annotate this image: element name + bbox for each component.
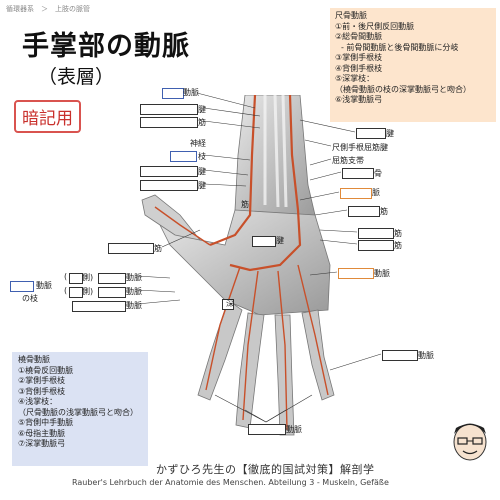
label-blank[interactable]: [340, 188, 372, 199]
label-blank[interactable]: [162, 88, 184, 99]
label-blank[interactable]: [348, 206, 380, 217]
label-tendon: 腱: [198, 167, 206, 176]
label-muscle-right: 筋: [394, 241, 402, 250]
label-blank[interactable]: [98, 273, 126, 284]
radial-line: ⑥母指主動脈: [18, 428, 66, 438]
bracket-open: (: [64, 272, 68, 281]
ulnar-line: ⑥浅掌動脈弓: [335, 95, 383, 104]
ulnar-line: ‐ 前骨間動脈と後骨間動脈に分岐: [341, 42, 459, 52]
radial-line: ⑦深掌動脈弓: [18, 439, 66, 448]
label-deep: 深: [226, 299, 234, 308]
label-blank[interactable]: [342, 168, 374, 179]
label-artery-group: 動脈: [36, 281, 52, 290]
label-blank[interactable]: [69, 273, 83, 284]
radial-line: ③背側手根枝: [18, 386, 66, 396]
ulnar-line: ①前・後尺側反回動脈: [335, 21, 415, 31]
radial-line: ④浅掌枝：: [18, 397, 58, 406]
label-artery-proper: 動脈: [126, 287, 142, 296]
label-muscle-right: 筋: [380, 207, 388, 216]
memo-badge: 暗記用: [14, 100, 81, 133]
label-bone: 骨: [374, 169, 382, 178]
ulnar-artery-box: 尺骨動脈 ①前・後尺側反回動脈 ②総骨間動脈 ‐ 前骨間動脈と後骨間動脈に分岐 …: [330, 8, 496, 122]
label-tendon-center: 腱: [276, 236, 284, 245]
bracket-open: (: [64, 286, 68, 295]
label-blank[interactable]: [140, 104, 198, 115]
ulnar-line: ③掌側手根枝: [335, 53, 383, 62]
label-blank[interactable]: [108, 243, 154, 254]
ulnar-line: ④背側手根枝: [335, 63, 383, 73]
label-blank[interactable]: [170, 151, 197, 162]
ulnar-line: ②総骨間動脈: [335, 32, 383, 41]
label-artery-left-low: 動脈: [126, 301, 142, 310]
author-avatar: [453, 423, 487, 461]
label-muscle-mid: 筋: [241, 200, 249, 209]
label-blank[interactable]: [98, 287, 126, 298]
label-artery-right: 動脈: [418, 351, 434, 360]
label-blank[interactable]: [140, 180, 198, 191]
label-of-branch: の枝: [22, 294, 38, 303]
label-artery-right: 動脈: [374, 269, 390, 278]
label-blank[interactable]: [358, 240, 394, 251]
ulnar-heading: 尺骨動脈: [335, 11, 367, 20]
label-artery-top: 動脈: [183, 88, 199, 97]
label-blank[interactable]: [140, 166, 198, 177]
label-blank[interactable]: [10, 281, 34, 292]
label-blank[interactable]: [252, 236, 276, 247]
label-blank[interactable]: [356, 128, 386, 139]
label-muscle-thenar: 筋: [154, 244, 162, 253]
label-blank[interactable]: [382, 350, 418, 361]
label-blank[interactable]: [338, 268, 374, 279]
ulnar-line: ⑤深掌枝：: [335, 74, 375, 83]
hand-illustration: [141, 95, 335, 436]
label-side: 側): [82, 287, 94, 296]
label-blank[interactable]: [140, 117, 198, 128]
radial-line: （尺骨動脈の浅掌動脈弓と吻合）: [18, 407, 138, 417]
label-blank[interactable]: [358, 228, 394, 239]
label-side: 側): [82, 273, 94, 282]
radial-line: ⑤背側中手動脈: [18, 418, 74, 427]
ulnar-line: （橈骨動脈の枝の深掌動脈弓と吻合）: [335, 84, 471, 94]
label-flexor-retinaculum: 屈筋支帯: [332, 156, 364, 165]
label-artery-proper: 動脈: [126, 273, 142, 282]
label-blank[interactable]: [222, 299, 234, 310]
label-muscle: 筋: [198, 118, 206, 127]
label-branch: 枝: [198, 152, 206, 161]
radial-artery-box: 橈骨動脈 ①橈骨反回動脈 ②掌側手根枝 ③背側手根枝 ④浅掌枝： （尺骨動脈の浅…: [12, 352, 148, 466]
label-blank[interactable]: [69, 287, 83, 298]
label-tendon: 腱: [198, 181, 206, 190]
footer-series-title: かずひろ先生の【徹底的国試対策】解剖学: [156, 463, 375, 476]
label-tendon-right: 腱: [386, 129, 394, 138]
radial-heading: 橈骨動脈: [18, 355, 50, 364]
label-fcu-tendon: 尺側手根屈筋腱: [332, 143, 388, 152]
label-artery-bottom: 動脈: [286, 425, 302, 434]
label-muscle-right: 筋: [394, 229, 402, 238]
label-blank[interactable]: [72, 301, 126, 312]
label-nerve: 神経: [190, 139, 206, 148]
page-title: 手掌部の動脈: [22, 31, 190, 62]
footer-source: Rauber's Lehrbuch der Anatomie des Mensc…: [72, 478, 389, 487]
label-tendon: 腱: [198, 105, 206, 114]
radial-line: ②掌側手根枝: [18, 376, 66, 385]
label-vein: 脈: [372, 188, 380, 197]
page-subtitle: （表層）: [38, 66, 115, 88]
label-blank[interactable]: [248, 424, 286, 435]
breadcrumb: 循環器系 ＞ 上肢の脈管: [6, 5, 90, 13]
radial-line: ①橈骨反回動脈: [18, 365, 74, 375]
